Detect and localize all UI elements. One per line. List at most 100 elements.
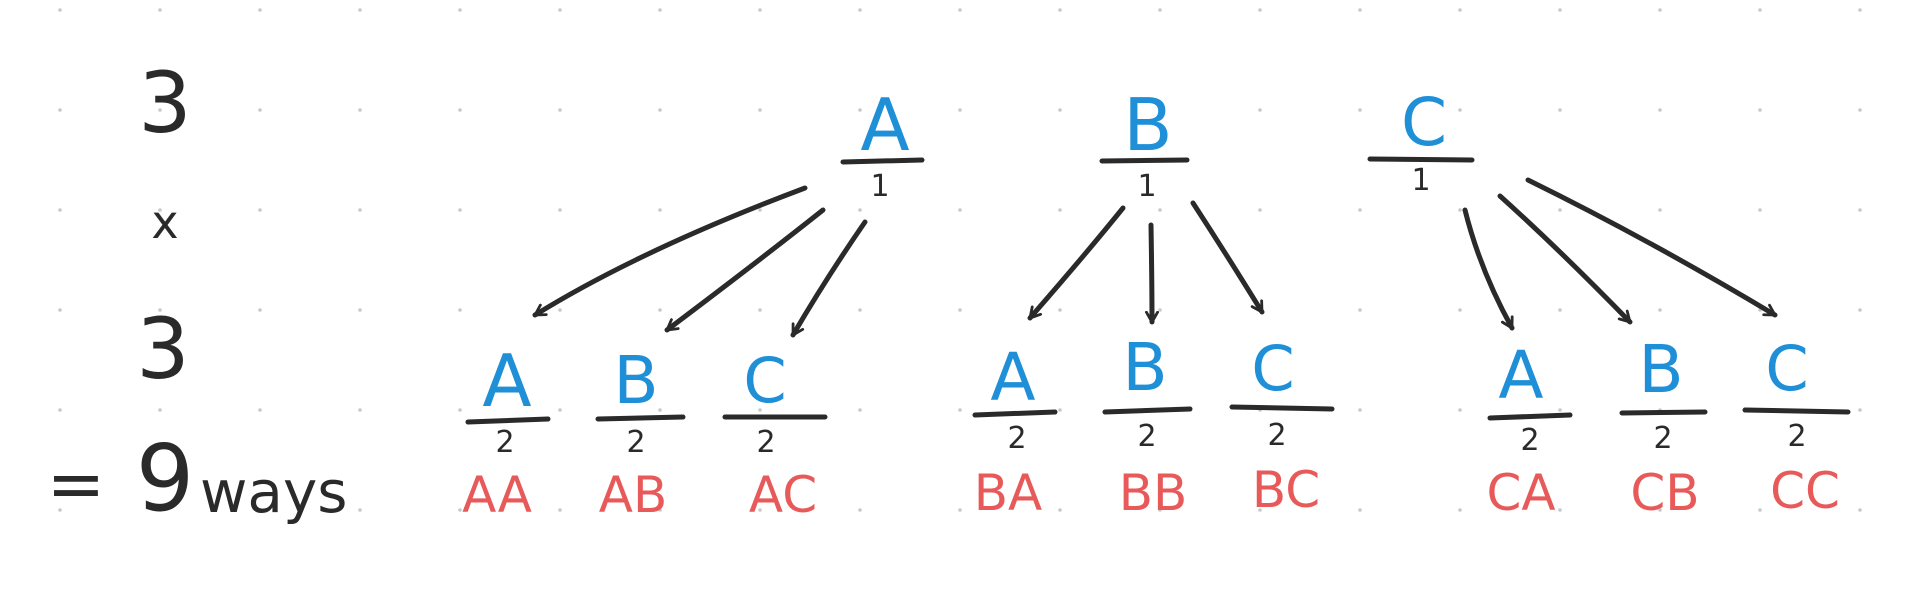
grid-dot	[958, 208, 962, 212]
equation-result: 9	[136, 425, 195, 532]
grid-dot	[358, 508, 362, 512]
second-slot-underline	[1619, 409, 1708, 416]
grid-dot	[1458, 208, 1462, 212]
arrow-c-to-a	[1462, 207, 1515, 331]
grid-dot	[1458, 108, 1462, 112]
arrow-c-to-c	[1525, 177, 1778, 318]
grid-dot	[58, 508, 62, 512]
grid-dot	[58, 108, 62, 112]
second-slot-item: A 2 CA	[1486, 337, 1573, 522]
arrow-b-to-a	[1027, 205, 1126, 321]
grid-dot	[158, 508, 162, 512]
grid-dot	[1758, 208, 1762, 212]
grid-dot	[558, 408, 562, 412]
grid-dot	[1158, 308, 1162, 312]
second-slot-item: A 2 BA	[972, 339, 1058, 522]
arrow-a-to-a	[532, 185, 808, 318]
second-slot-letter: A	[482, 339, 531, 423]
second-slot-item: B 2 CB	[1619, 331, 1708, 522]
second-slot-position-label: 2	[626, 425, 645, 460]
grid-dot	[1058, 108, 1062, 112]
second-slot-letter: C	[1251, 332, 1294, 405]
grid-dot	[1258, 208, 1262, 212]
grid-dot	[958, 108, 962, 112]
grid-dot	[258, 408, 262, 412]
outcome-label: CC	[1770, 462, 1840, 520]
grid-dot	[1858, 308, 1862, 312]
grid-dot	[1658, 208, 1662, 212]
grid-dot	[1858, 408, 1862, 412]
grid-dot	[58, 8, 62, 12]
first-slot-a: A 1	[840, 83, 925, 204]
grid-dot	[458, 208, 462, 212]
grid-dot	[558, 108, 562, 112]
grid-dot	[758, 208, 762, 212]
grid-dot	[258, 108, 262, 112]
grid-dot	[1458, 508, 1462, 512]
second-slot-position-label: 2	[495, 425, 514, 460]
grid-dot	[1758, 8, 1762, 12]
grid-dot	[1458, 8, 1462, 12]
outcome-label: BA	[974, 464, 1043, 522]
outcome-label: CB	[1630, 464, 1699, 522]
grid-dot	[1658, 8, 1662, 12]
first-slot-c: C 1	[1367, 84, 1475, 198]
grid-dot	[458, 8, 462, 12]
first-slot-underline	[1099, 157, 1190, 164]
grid-dot	[658, 8, 662, 12]
grid-dot	[1258, 108, 1262, 112]
grid-dot	[358, 408, 362, 412]
grid-dot	[958, 8, 962, 12]
second-slot-position-label: 2	[1007, 421, 1026, 456]
grid-dot	[958, 408, 962, 412]
grid-dot	[158, 408, 162, 412]
grid-dot	[758, 308, 762, 312]
grid-dot	[758, 508, 762, 512]
grid-dot	[858, 308, 862, 312]
equation-unit: ways	[200, 458, 348, 526]
grid-dot	[958, 508, 962, 512]
second-slot-item: C 2 AC	[722, 344, 828, 524]
arrow-c-to-b	[1497, 193, 1633, 325]
grid-dot	[1758, 108, 1762, 112]
grid-dot	[458, 108, 462, 112]
grid-dot	[258, 508, 262, 512]
second-slot-underline	[1229, 404, 1335, 412]
first-slot-letter: C	[1401, 84, 1447, 161]
outcome-label: AC	[749, 466, 817, 524]
grid-dot	[458, 408, 462, 412]
outcome-label: BC	[1252, 461, 1320, 519]
second-slot-item: B 2 AB	[595, 342, 686, 524]
grid-dot	[358, 208, 362, 212]
grid-dot	[1858, 208, 1862, 212]
grid-dot	[258, 208, 262, 212]
equation: 3 x 3 = 9 ways	[47, 54, 348, 532]
equation-second-factor: 3	[136, 300, 189, 398]
grid-dot	[58, 408, 62, 412]
grid-dot	[358, 8, 362, 12]
first-slot-position-label: 1	[1137, 169, 1156, 204]
first-slot-row: A 1 B 1 C 1	[840, 83, 1475, 204]
grid-dot	[1058, 8, 1062, 12]
grid-dot	[1358, 8, 1362, 12]
first-slot-position-label: 1	[870, 169, 889, 204]
grid-dot	[858, 208, 862, 212]
grid-dot	[858, 508, 862, 512]
second-slot-group-b: A 2 BA B 2 BB C 2 BC	[972, 329, 1335, 522]
equation-times-sign: x	[151, 195, 178, 249]
grid-dot	[658, 508, 662, 512]
grid-dot	[358, 308, 362, 312]
first-slot-underline	[840, 157, 925, 165]
grid-dot	[658, 308, 662, 312]
dot-grid-background	[58, 8, 1862, 512]
grid-dot	[1058, 308, 1062, 312]
second-slot-letter: B	[1122, 329, 1167, 406]
grid-dot	[1358, 208, 1362, 212]
grid-dot	[1058, 508, 1062, 512]
second-slot-letter: C	[1765, 332, 1808, 405]
outcome-label: CA	[1486, 464, 1555, 522]
grid-dot	[1358, 508, 1362, 512]
outcome-label: AA	[462, 466, 532, 524]
